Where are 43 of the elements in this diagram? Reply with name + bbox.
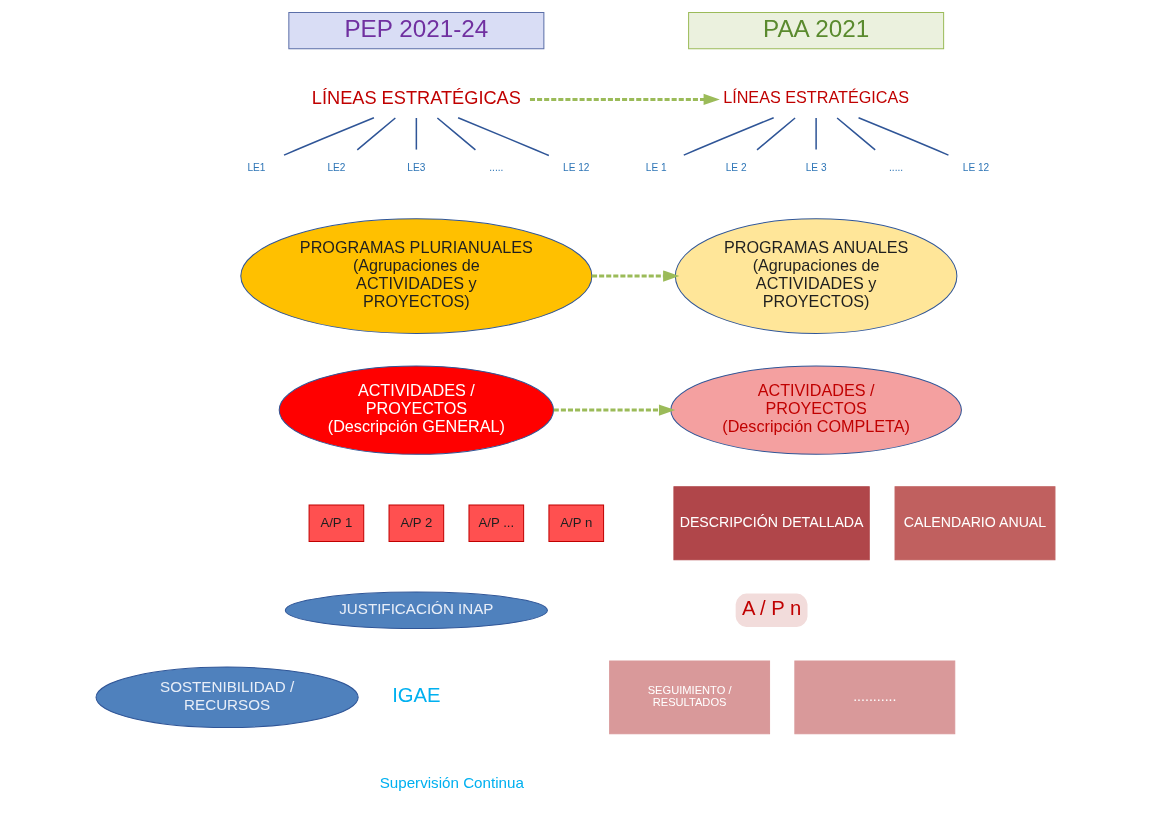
- node-text: LÍNEAS ESTRATÉGICAS: [723, 88, 910, 107]
- node-text: LE 12: [563, 161, 590, 173]
- connector: [415, 117, 418, 151]
- arrow: [529, 93, 720, 106]
- connector: [283, 116, 375, 156]
- node-text: .....: [489, 161, 504, 173]
- node-box: CALENDARIO ANUAL: [894, 486, 1056, 561]
- connector: [436, 117, 477, 151]
- node-box: A/P ...: [468, 504, 525, 542]
- connector: [815, 117, 817, 151]
- connector: [836, 117, 876, 151]
- node-box: A/P 1: [308, 504, 365, 542]
- node-box: DESCRIPCIÓN DETALLADA: [673, 486, 870, 561]
- label: IGAE: [392, 684, 441, 707]
- connector: [857, 116, 950, 156]
- node-text: LE 2: [725, 161, 747, 173]
- node-box: A/P 2: [388, 504, 445, 542]
- node-text: LE 1: [645, 161, 667, 173]
- connector: [356, 117, 397, 151]
- node-ellipse: PROGRAMAS PLURIANUALES (Agrupaciones de ACTIVIDADES y PROYECTOS): [240, 218, 593, 334]
- node-ellipse: ACTIVIDADES / PROYECTOS (Descripción GENERAL): [278, 365, 555, 455]
- node-ellipse: SOSTENIBILIDAD / RECURSOS: [95, 666, 359, 729]
- node-ellipse: JUSTIFICACIÓN INAP: [284, 591, 548, 630]
- node-ellipse: PROGRAMAS ANUALES (Agrupaciones de ACTIVIDADES y PROYECTOS): [674, 218, 958, 334]
- node-ellipse: ACTIVIDADES / PROYECTOS (Descripción COMPLETA): [670, 365, 962, 455]
- node-box: PEP 2021-24: [288, 11, 545, 50]
- node-box: SEGUIMIENTO / RESULTADOS: [609, 660, 771, 735]
- node-text: LE2: [327, 161, 346, 173]
- node-text: .....: [889, 161, 904, 173]
- node-text: LE 3: [805, 161, 827, 173]
- node-text: LE 12: [962, 161, 990, 173]
- node-box: PAA 2021: [688, 11, 945, 50]
- node-text: LE1: [247, 161, 266, 173]
- node-box: A/P n: [548, 504, 605, 542]
- node-text: LE3: [407, 161, 426, 173]
- connector: [756, 117, 796, 151]
- node-text: LÍNEAS ESTRATÉGICAS: [311, 87, 521, 108]
- arrow: [553, 404, 676, 416]
- node-box: ...........: [794, 660, 956, 735]
- label: Supervisión Continua: [379, 773, 524, 791]
- arrow: [592, 270, 680, 282]
- connector: [457, 116, 550, 157]
- connector: [683, 116, 775, 156]
